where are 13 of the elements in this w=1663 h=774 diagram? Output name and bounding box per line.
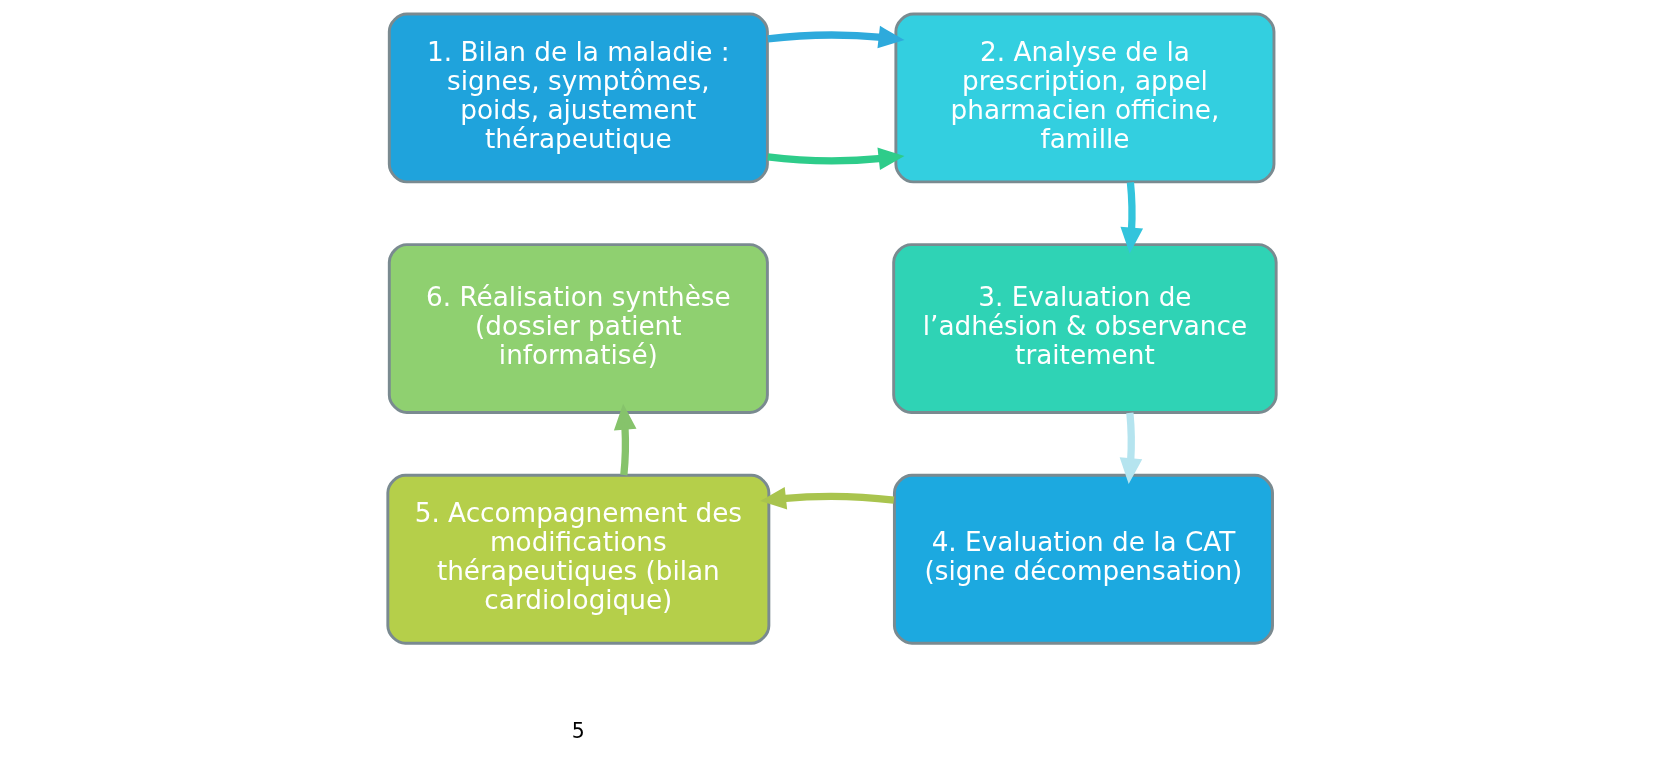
arrow	[759, 487, 894, 510]
arrow	[1119, 412, 1142, 485]
node-box: 3. Evaluation de l’adhésion & observance traitement	[891, 243, 1278, 414]
node-box: 6. Réalisation synthèse (dossier patient informatisé)	[387, 243, 769, 414]
arrow	[1119, 181, 1143, 254]
arrow	[766, 147, 904, 171]
label: 5	[571, 719, 585, 744]
node-box: 4. Evaluation de la CAT (signe décompensation)	[892, 473, 1274, 645]
node-box: 5. Accompagnement des modifications thérapeutiques (bilan cardiologique)	[385, 473, 770, 645]
arrow	[613, 403, 636, 476]
node-box: 1. Bilan de la maladie : signes, symptômes, poids, ajustement thérapeutique	[387, 12, 769, 184]
node-box: 2. Analyse de la prescription, appel pharmacien officine, famille	[893, 12, 1275, 184]
arrow	[766, 25, 904, 49]
